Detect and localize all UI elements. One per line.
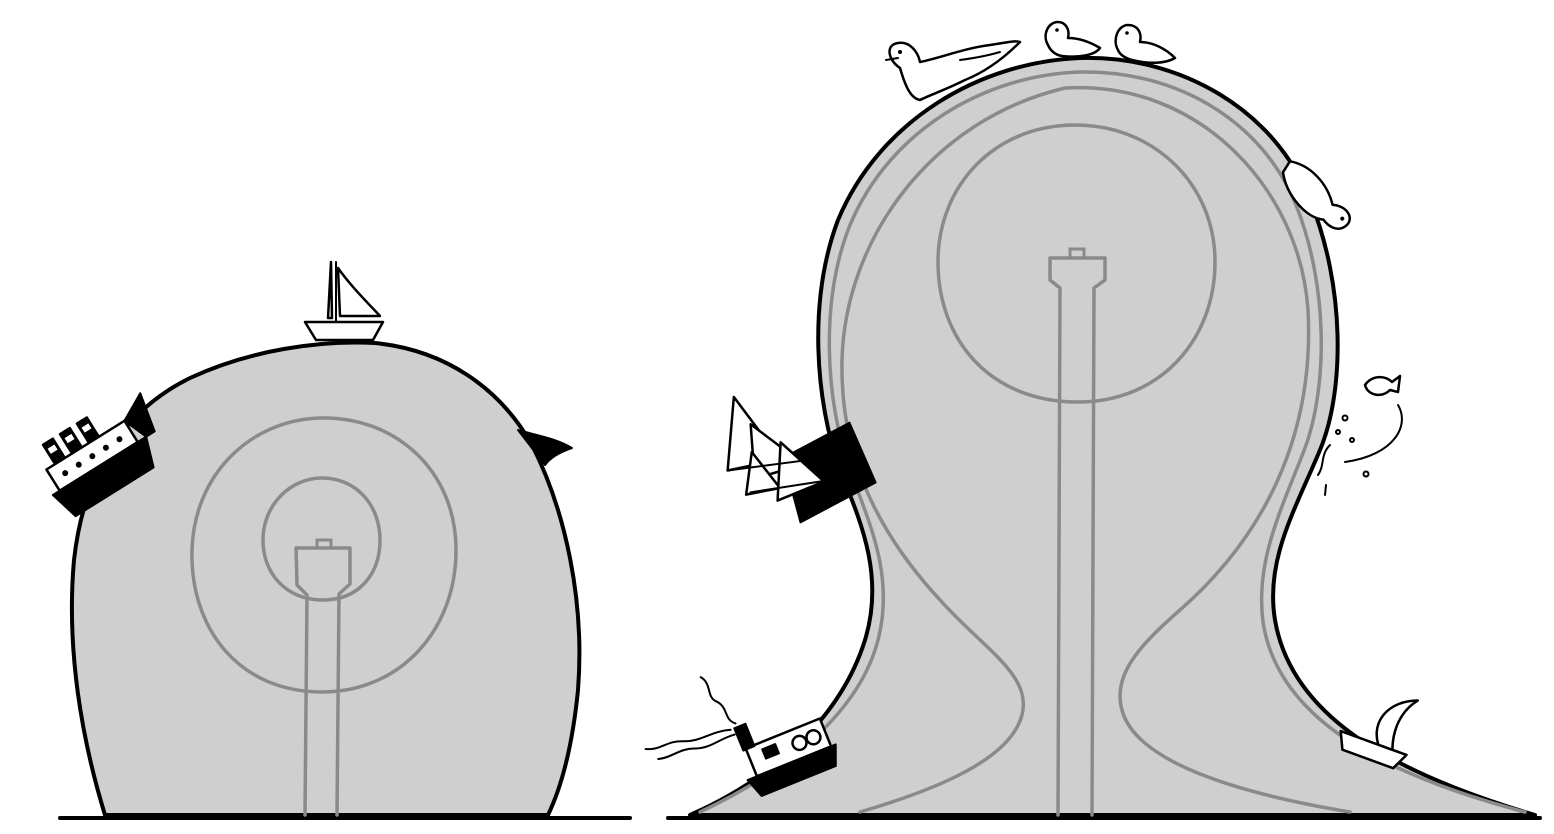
sailboat-icon xyxy=(305,262,383,340)
duckling-icon xyxy=(1116,25,1175,63)
left-panel xyxy=(27,262,630,818)
duckling-icon xyxy=(1046,22,1100,57)
right-panel xyxy=(628,22,1540,829)
